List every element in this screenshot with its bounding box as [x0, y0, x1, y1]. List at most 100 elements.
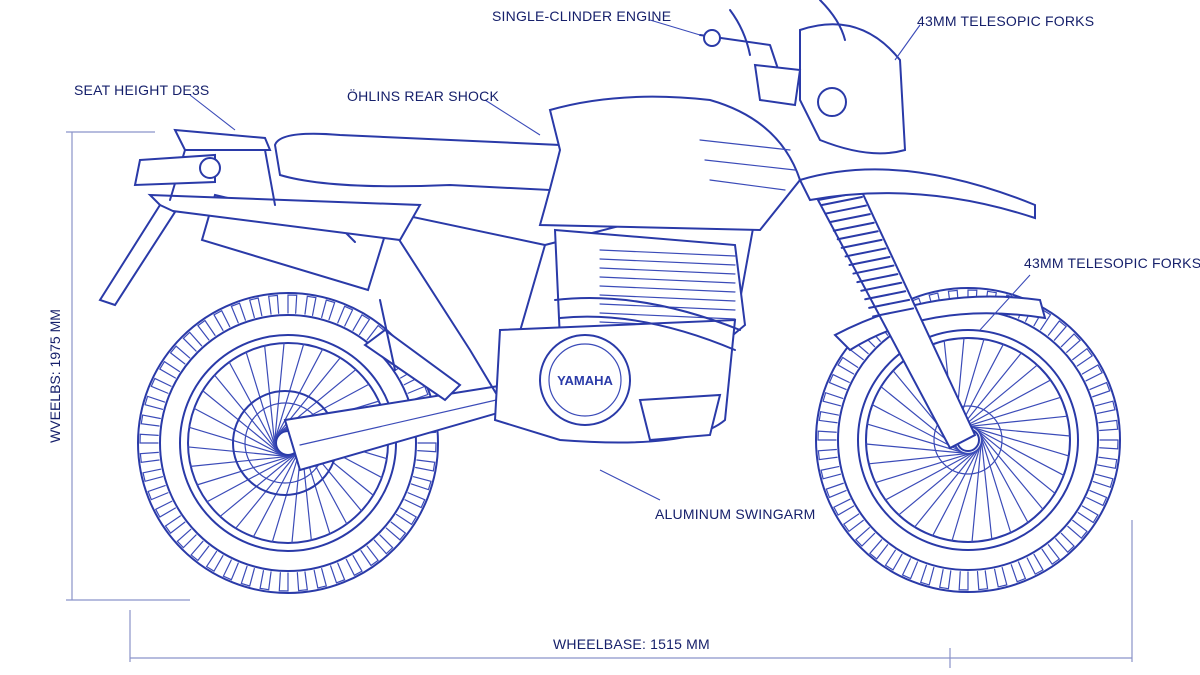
- rear-tread-block: [213, 309, 231, 332]
- rear-tread-block: [158, 360, 181, 379]
- front-tread-block: [820, 465, 842, 480]
- front-tread-block: [1067, 519, 1088, 540]
- cylinder-fin: [599, 285, 736, 293]
- front-tread-block: [868, 539, 889, 560]
- front-tread-block: [1094, 400, 1116, 415]
- front-rim-inner: [865, 337, 1071, 543]
- front-spoke: [932, 442, 983, 537]
- dimension-lines: [66, 131, 1133, 668]
- rear-tread-block: [205, 550, 224, 573]
- fork-boot-ring: [860, 281, 903, 292]
- front-tread-block: [828, 373, 850, 391]
- leader-forks-top: [894, 24, 921, 61]
- front-tread-block: [837, 356, 859, 375]
- fork-boot-ring: [848, 256, 891, 266]
- front-tread-block: [1072, 347, 1094, 367]
- fork-boot-ring: [821, 196, 863, 206]
- brake-lever: [729, 9, 751, 56]
- front-tread-block: [884, 549, 903, 571]
- rear-tread-block: [373, 534, 394, 555]
- front-tread-block: [833, 498, 855, 516]
- rear-tread-block: [415, 459, 436, 472]
- swingarm: [283, 383, 517, 472]
- engine-cover: [539, 334, 631, 426]
- leader-swingarm: [599, 469, 661, 501]
- rear-tread-block: [190, 540, 210, 562]
- front-spoke: [967, 425, 1070, 457]
- rear-tread-block: [404, 492, 426, 509]
- front-spoke: [914, 444, 982, 528]
- front-spoke: [957, 379, 1052, 431]
- cylinder-fin: [599, 294, 736, 302]
- tank-graphics: [699, 139, 796, 191]
- rear-spoke: [264, 345, 276, 449]
- callout-telescopic-forks-top: 43MM TELESOPIC FORKS: [917, 13, 1095, 29]
- cylinder-fin: [599, 258, 736, 266]
- instrument-cluster: [753, 63, 802, 107]
- front-spoke: [868, 452, 974, 465]
- front-tread-block: [1077, 505, 1099, 524]
- rear-spoke: [228, 361, 279, 454]
- rear-tire-inner: [159, 314, 417, 572]
- leader-rear-shock: [484, 99, 541, 136]
- front-spoke: [979, 431, 1012, 534]
- fairing-body: [799, 23, 907, 155]
- front-mudguard-high: [798, 168, 1036, 220]
- front-tread-block: [1026, 553, 1044, 575]
- rear-tread-block: [329, 562, 346, 584]
- fuel-tank-body: [538, 95, 802, 232]
- tail-light: [133, 153, 216, 187]
- front-spoke: [874, 451, 977, 484]
- front-tread-block: [958, 571, 969, 591]
- rear-tread-block: [352, 313, 371, 336]
- rear-spoke: [190, 455, 294, 467]
- rear-spoke: [219, 450, 301, 518]
- engine-cover-inner: [548, 343, 622, 417]
- front-tread-block: [1089, 381, 1111, 398]
- front-tread-block: [817, 448, 838, 461]
- windscreen: [819, 0, 846, 41]
- rear-tread-block: [385, 521, 407, 541]
- front-tread-block: [1055, 532, 1075, 553]
- rear-spoke: [187, 446, 292, 458]
- frame-seat-stay: [379, 209, 501, 401]
- rear-tread-block: [287, 294, 298, 314]
- rear-tread-block: [197, 319, 216, 341]
- fork-boot-ring: [840, 238, 883, 249]
- rear-mudguard: [98, 203, 177, 307]
- rear-tread-block: [154, 500, 177, 518]
- rear-spoke: [235, 447, 302, 529]
- rear-tread-block: [304, 295, 317, 316]
- front-turn-signal: [817, 87, 847, 117]
- turn-signal-rear: [199, 157, 221, 179]
- fork-boot-ring: [844, 247, 887, 258]
- rear-spoke: [202, 390, 284, 457]
- rear-tread-block: [164, 515, 186, 534]
- rear-tread-block: [142, 468, 164, 483]
- front-spoke: [884, 449, 979, 501]
- fork-boot-ring: [852, 264, 895, 275]
- rear-shock: [363, 299, 462, 402]
- rear-tread-block: [140, 414, 161, 427]
- rear-tread-block: [240, 565, 255, 587]
- rear-spoke: [245, 351, 277, 452]
- rear-spoke: [196, 454, 297, 486]
- rear-tread-block: [278, 572, 289, 592]
- front-spoke: [970, 425, 1065, 476]
- rear-tread-block: [144, 395, 166, 410]
- rear-spoke: [273, 343, 305, 444]
- fork-boot-ring: [872, 307, 915, 318]
- front-tread-block: [938, 569, 952, 590]
- fork-boot-ring: [864, 290, 907, 301]
- front-tread-block: [825, 482, 847, 499]
- front-tread-block: [855, 527, 876, 547]
- rear-tread-block: [345, 554, 363, 577]
- front-fairing: [798, 0, 1036, 220]
- rear-spoke: [206, 452, 299, 503]
- front-spoke: [975, 427, 1044, 510]
- seat: [273, 132, 563, 192]
- rear-tread-block: [407, 385, 429, 402]
- skid-plate: [638, 393, 722, 442]
- rear-tire-outer: [137, 292, 439, 594]
- rear-tread-block: [150, 377, 172, 394]
